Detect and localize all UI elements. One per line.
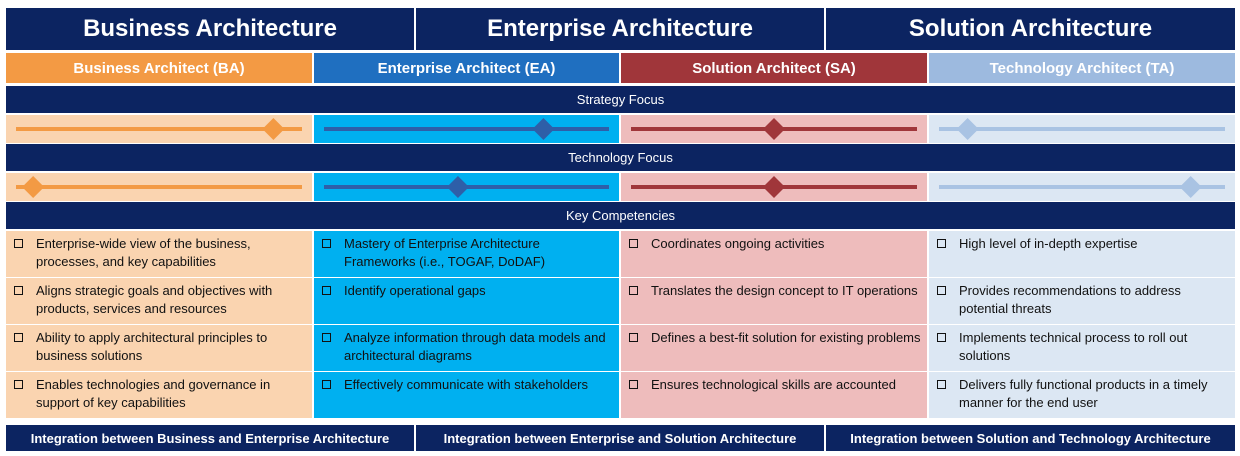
competency-item-ea: Analyze information through data models … [314,325,619,371]
strategy-slider-ba [6,115,312,143]
competency-text: Defines a best-fit solution for existing… [651,330,921,345]
competency-text: Implements technical process to roll out… [959,330,1188,363]
checkbox-bullet-icon [629,380,638,389]
checkbox-bullet-icon [937,239,946,248]
competency-item-sa: Ensures technological skills are account… [621,372,927,418]
checkbox-bullet-icon [322,333,331,342]
key-competencies-header: Key Competencies [6,202,1235,229]
competency-item-ba: Enterprise-wide view of the business, pr… [6,231,312,277]
checkbox-bullet-icon [322,239,331,248]
strategy-level-marker-sa [763,118,785,140]
competency-item-ea: Identify operational gaps [314,278,619,324]
role-header-ea: Enterprise Architect (EA) [314,53,619,83]
checkbox-bullet-icon [937,380,946,389]
domain-header-business: Business Architecture [6,8,414,50]
checkbox-bullet-icon [937,333,946,342]
competency-item-ea: Effectively communicate with stakeholder… [314,372,619,418]
technology-slider-ea [314,173,619,201]
competency-text: Ensures technological skills are account… [651,377,896,392]
competency-item-ta: Implements technical process to roll out… [929,325,1235,371]
role-header-ta: Technology Architect (TA) [929,53,1235,83]
strategy-level-marker-ta [956,118,979,140]
technology-level-marker-ea [446,176,469,198]
integration-sa-ta: Integration between Solution and Technol… [826,425,1235,451]
checkbox-bullet-icon [14,286,23,295]
checkbox-bullet-icon [937,286,946,295]
strategy-level-marker-ba [262,118,285,140]
competency-text: Coordinates ongoing activities [651,236,825,251]
strategy-focus-header: Strategy Focus [6,86,1235,113]
competency-text: Translates the design concept to IT oper… [651,283,918,298]
competency-text: Enables technologies and governance in s… [36,377,271,410]
technology-slider-sa [621,173,927,201]
domain-header-solution: Solution Architecture [826,8,1235,50]
technology-slider-ba [6,173,312,201]
strategy-slider-ta [929,115,1235,143]
checkbox-bullet-icon [629,333,638,342]
strategy-level-marker-ea [532,118,555,140]
integration-ba-ea: Integration between Business and Enterpr… [6,425,414,451]
integration-ea-sa: Integration between Enterprise and Solut… [416,425,824,451]
checkbox-bullet-icon [14,380,23,389]
competency-item-ea: Mastery of Enterprise Architecture Frame… [314,231,619,277]
competency-text: Mastery of Enterprise Architecture Frame… [344,236,546,269]
competency-item-ba: Ability to apply architectural principle… [6,325,312,371]
checkbox-bullet-icon [322,380,331,389]
competency-item-ta: Provides recommendations to address pote… [929,278,1235,324]
competency-item-ba: Aligns strategic goals and objectives wi… [6,278,312,324]
role-header-sa: Solution Architect (SA) [621,53,927,83]
competency-text: Provides recommendations to address pote… [959,283,1181,316]
technology-level-marker-sa [763,176,785,198]
competency-text: Aligns strategic goals and objectives wi… [36,283,273,316]
competency-item-ta: Delivers fully functional products in a … [929,372,1235,418]
competency-text: Analyze information through data models … [344,330,606,363]
checkbox-bullet-icon [629,239,638,248]
competency-item-ta: High level of in-depth expertise [929,231,1235,277]
domain-header-enterprise: Enterprise Architecture [416,8,824,50]
checkbox-bullet-icon [14,239,23,248]
technology-level-marker-ba [22,176,45,198]
competency-text: Identify operational gaps [344,283,486,298]
technology-level-marker-ta [1179,176,1202,198]
checkbox-bullet-icon [629,286,638,295]
strategy-slider-sa [621,115,927,143]
competency-item-sa: Coordinates ongoing activities [621,231,927,277]
competency-text: Ability to apply architectural principle… [36,330,268,363]
technology-slider-ta [929,173,1235,201]
checkbox-bullet-icon [14,333,23,342]
competency-item-sa: Translates the design concept to IT oper… [621,278,927,324]
checkbox-bullet-icon [322,286,331,295]
competency-text: Delivers fully functional products in a … [959,377,1208,410]
competency-item-sa: Defines a best-fit solution for existing… [621,325,927,371]
competency-text: High level of in-depth expertise [959,236,1138,251]
technology-focus-header: Technology Focus [6,144,1235,171]
competency-item-ba: Enables technologies and governance in s… [6,372,312,418]
role-header-ba: Business Architect (BA) [6,53,312,83]
strategy-slider-ea [314,115,619,143]
competency-text: Effectively communicate with stakeholder… [344,377,588,392]
competency-text: Enterprise-wide view of the business, pr… [36,236,251,269]
